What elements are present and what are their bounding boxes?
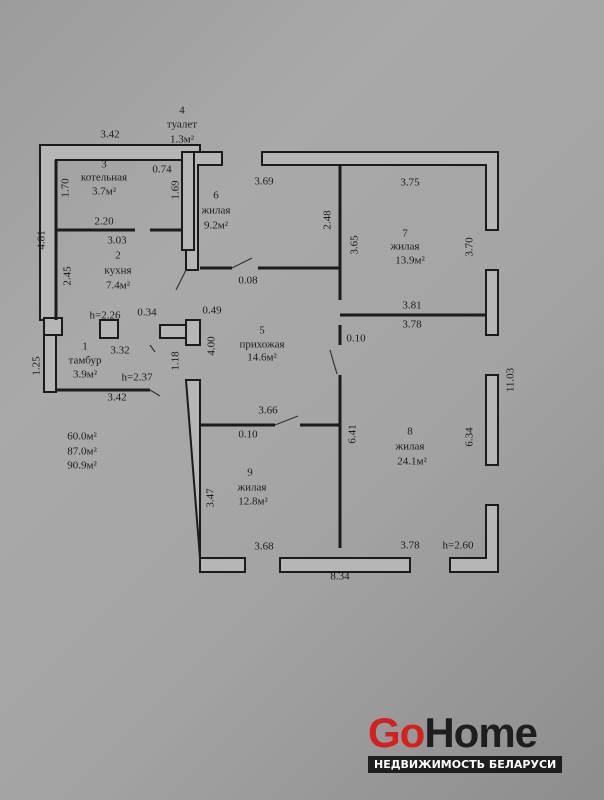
dimension: 2.48 xyxy=(321,210,334,230)
room-name: жилая xyxy=(390,240,420,253)
dimension: 3.78 xyxy=(402,318,422,331)
dimension: 6.41 xyxy=(346,424,359,444)
dimension: 3.03 xyxy=(107,234,127,247)
dimension: 6.34 xyxy=(463,427,476,447)
annex-right-wall xyxy=(181,151,195,251)
dimension: 0.10 xyxy=(346,332,366,345)
dimension: 3.47 xyxy=(204,488,217,508)
dimension: 1.70 xyxy=(59,178,72,198)
main-left-bottom xyxy=(184,379,246,573)
dimension: h=2.60 xyxy=(442,539,474,552)
room-area: 12.8м² xyxy=(238,495,268,508)
main-right-wall xyxy=(485,269,499,336)
room-area: 3.9м² xyxy=(72,368,98,381)
dimension: 0.49 xyxy=(202,304,222,317)
room-name: котельная xyxy=(80,171,128,184)
dimension: 1.18 xyxy=(169,351,182,371)
room-area: 24.1м² xyxy=(397,455,427,468)
dimension: 1.25 xyxy=(30,356,43,376)
dimension: 2.20 xyxy=(94,215,114,228)
room-area: 3.7м² xyxy=(91,185,117,198)
room-name: жилая xyxy=(201,204,231,217)
main-right-wall2 xyxy=(485,374,499,466)
room-number: 8 xyxy=(407,425,413,438)
dimension: 2.45 xyxy=(61,266,74,286)
room-area: 13.9м² xyxy=(395,254,425,267)
room-area: 7.4м² xyxy=(105,279,131,292)
room-number: 1 xyxy=(82,340,88,353)
dimension: 3.42 xyxy=(100,128,120,141)
dimension: 1.69 xyxy=(169,180,182,200)
vestibule-post xyxy=(159,324,187,339)
dimension: 3.32 xyxy=(110,344,130,357)
dimension: 3.70 xyxy=(463,237,476,257)
dimension: 0.08 xyxy=(238,274,258,287)
room-name: жилая xyxy=(237,481,267,494)
dimension: 3.78 xyxy=(400,539,420,552)
main-top-wall-right xyxy=(261,151,499,231)
dimension: 0.10 xyxy=(238,428,258,441)
logo-subtitle: НЕДВИЖИМОСТЬ БЕЛАРУСИ xyxy=(368,756,563,773)
dimension: 3.65 xyxy=(348,235,361,255)
total-area: 90.9м² xyxy=(67,459,97,472)
dimension: h=2.37 xyxy=(121,371,153,384)
room-number: 3 xyxy=(101,158,107,171)
room-number: 9 xyxy=(247,466,253,479)
room-number: 6 xyxy=(213,189,219,202)
logo-home: Home xyxy=(424,709,538,756)
room-number: 4 xyxy=(179,104,185,117)
total-area: 60.0м² xyxy=(67,430,97,443)
dimension: 4.81 xyxy=(35,230,48,250)
dimension: 0.34 xyxy=(137,306,157,319)
dimension: 8.34 xyxy=(330,570,350,583)
dimension: 3.42 xyxy=(107,391,127,404)
dimension: 3.75 xyxy=(400,176,420,189)
room-area: 14.6м² xyxy=(247,351,277,364)
dimension: 3.81 xyxy=(402,299,422,312)
room-area: 9.2м² xyxy=(203,219,229,232)
dimension: 11.03 xyxy=(504,367,517,393)
room-name: жилая xyxy=(395,440,425,453)
dimension: 0.74 xyxy=(152,163,172,176)
dimension: 4.00 xyxy=(205,336,218,356)
dimension: h=2.26 xyxy=(89,309,121,322)
main-left-mid xyxy=(185,319,201,346)
room-number: 2 xyxy=(115,249,121,262)
room-name: тамбур xyxy=(68,354,102,367)
logo-wordmark: GoHome xyxy=(368,712,562,754)
room-number: 5 xyxy=(259,324,265,337)
room-name: прихожая xyxy=(239,338,285,351)
main-right-wall3 xyxy=(449,504,499,573)
room-number: 7 xyxy=(402,227,408,240)
dimension: 3.68 xyxy=(254,540,274,553)
gohome-logo: GoHome НЕДВИЖИМОСТЬ БЕЛАРУСИ xyxy=(368,712,563,773)
room-area: 1.3м² xyxy=(169,133,195,146)
room-name: туалет xyxy=(166,118,198,131)
room-name: кухня xyxy=(104,264,132,277)
annex-bottom-wall xyxy=(43,334,57,393)
dimension: 3.66 xyxy=(258,404,278,417)
main-bottom-wall xyxy=(279,557,411,573)
vestibule-post2 xyxy=(99,319,119,339)
logo-go: Go xyxy=(368,709,425,756)
total-area: 87.0м² xyxy=(67,445,97,458)
annex-left-wall xyxy=(43,317,63,336)
dimension: 3.69 xyxy=(254,175,274,188)
